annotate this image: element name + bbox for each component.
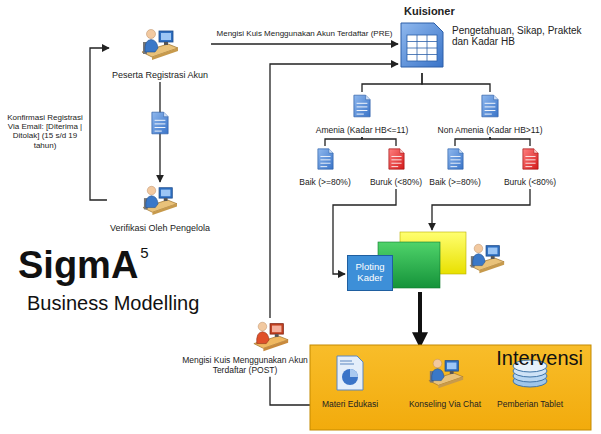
icon-node: Verifikasi Oleh Pengelola	[107, 182, 213, 235]
icon-node: Non Amenia (Kadar HB>11)	[435, 92, 546, 137]
icon-node: Amenia (Kadar HB<=11)	[313, 92, 411, 137]
node-label: Peserta Registrasi Akun	[112, 70, 208, 80]
icon-node: Mengisi Kuis Menggunakan Akun Terdaftar …	[167, 318, 323, 377]
connector	[455, 137, 490, 146]
node-label: Buruk (<80%)	[504, 178, 556, 188]
connector	[490, 137, 530, 146]
connector	[418, 292, 422, 345]
icon-node: Buruk (<80%)	[501, 146, 559, 189]
node-label: Amenia (Kadar HB<=11)	[316, 126, 408, 136]
questionnaire-node: KuisionerPengetahuan, Sikap, Praktek dan…	[398, 5, 593, 73]
node-label: Non Amenia (Kadar HB>11)	[438, 126, 543, 136]
edge-label: Konfirmasi Registrasi Via Email: [Diteri…	[2, 113, 88, 150]
icon-node: Buruk (<80%)	[367, 146, 425, 189]
node-label: Mengisi Kuis Menggunakan Akun Terdaftar …	[170, 356, 320, 376]
connector	[362, 137, 396, 146]
icon-node: Peserta Registrasi Akun	[109, 26, 211, 82]
icon-node: Pemberian Tablet	[494, 355, 566, 411]
connector	[90, 48, 109, 200]
panel-title: Intervensi	[310, 347, 591, 370]
node-label: Baik (>=80%)	[429, 178, 481, 188]
node-label: Pemberian Tablet	[497, 400, 563, 410]
connector	[325, 137, 362, 146]
brand-superscript: 5	[140, 244, 148, 261]
connector	[270, 64, 398, 318]
edge-label: Mengisi Kuis Menggunakan Akun Terdaftar …	[216, 29, 394, 38]
assign-node: Ploting Kader	[345, 230, 468, 292]
node-title: Kuisioner	[404, 5, 593, 18]
node-label: Verifikasi Oleh Pengelola	[110, 223, 210, 233]
brand-title: SigmA	[18, 244, 138, 288]
icon-node: Baik (>=80%)	[296, 146, 354, 189]
icon-node: Baik (>=80%)	[426, 146, 484, 189]
connector	[432, 189, 530, 230]
node-label: Materi Edukasi	[322, 400, 378, 410]
connector	[422, 73, 490, 92]
icon-node: Materi Edukasi	[319, 355, 381, 411]
node-label: Buruk (<80%)	[370, 178, 422, 188]
node-label: Baik (>=80%)	[299, 178, 351, 188]
brand-subtitle: Business Modelling	[27, 292, 199, 315]
connector	[270, 377, 310, 405]
intervention-panel: IntervensiMateri Edukasi Konseling Via Ch…	[310, 345, 591, 430]
process-label: Ploting Kader	[347, 255, 393, 291]
node-description: Pengetahuan, Sikap, Praktek dan Kadar HB	[452, 25, 590, 48]
icon-node: Konseling Via Chat	[406, 355, 484, 411]
connector	[362, 73, 422, 92]
connector	[211, 43, 398, 44]
node-label: Konseling Via Chat	[409, 400, 481, 410]
